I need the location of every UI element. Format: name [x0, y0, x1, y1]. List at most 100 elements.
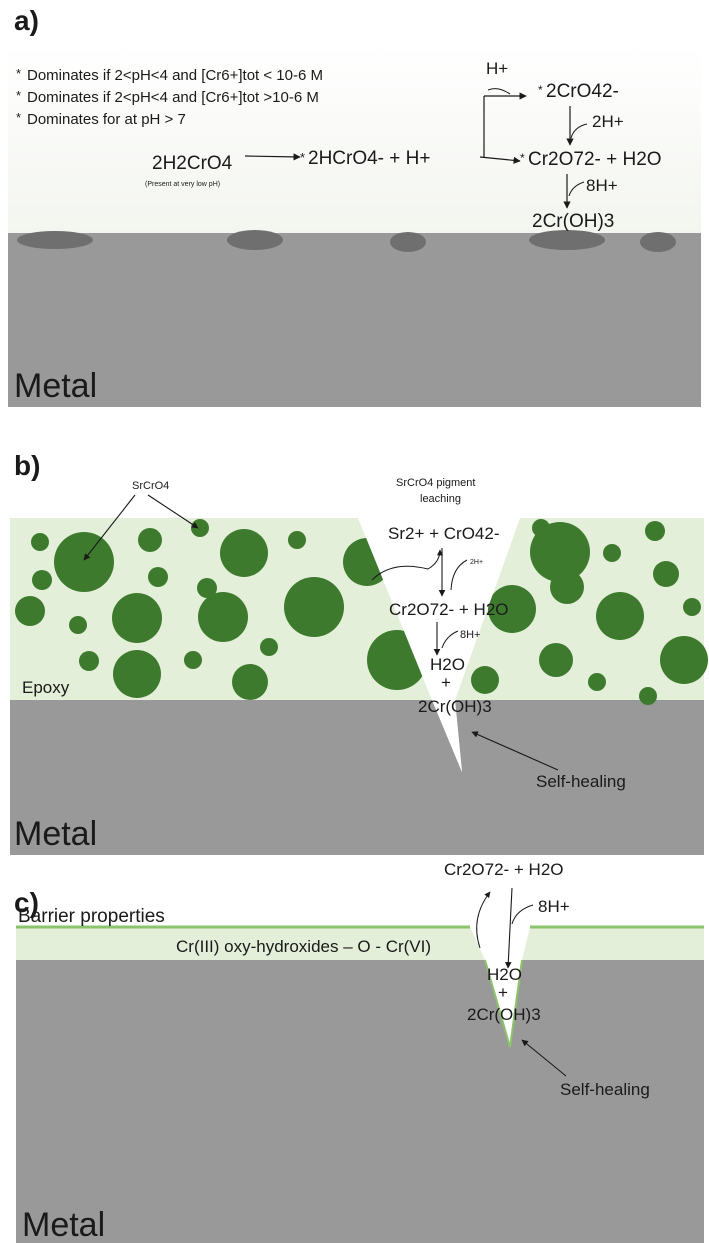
pigment-particle: [54, 532, 114, 592]
pigment-particle: [79, 651, 99, 671]
dichromate-ion-b: Cr2O72- + H2O: [389, 600, 509, 619]
eight-h-curve-b: [441, 630, 459, 649]
leaching-label-line2: leaching: [420, 493, 461, 505]
dichromate-ion: Cr2O72- + H2O: [528, 149, 662, 170]
pigment-particle: [31, 533, 49, 551]
pigment-particle: [32, 570, 52, 590]
legend-entry-red: Dominates if 2<pH<4 and [Cr6+]tot < 10-6…: [27, 67, 323, 84]
legend-entry-green: Dominates for at pH > 7: [27, 111, 186, 128]
pigment-particle: [284, 577, 344, 637]
eight-h-curve: [568, 181, 585, 197]
metal-block-a: [8, 233, 701, 407]
metal-block-c: [16, 960, 704, 1243]
self-healing-label-c: Self-healing: [560, 1080, 650, 1099]
h-plus-label: H+: [486, 59, 508, 78]
eight-h-curve-c: [511, 904, 534, 925]
barrier-label: Barrier properties: [18, 906, 165, 927]
self-healing-pointer-c: [521, 1039, 567, 1077]
pigment-pointer-1: [83, 494, 136, 561]
h-plus-curve: [487, 88, 511, 95]
plus-c: +: [498, 983, 508, 1002]
dichromate-marker: *: [520, 151, 525, 165]
deposit: [529, 230, 605, 250]
pigment-particle: [532, 519, 550, 537]
bichromate-product: 2HCrO4- + H+: [308, 148, 430, 169]
two-h-curve: [570, 123, 588, 139]
pigment-particle: [191, 519, 209, 537]
metal-label-c: Metal: [22, 1206, 105, 1243]
release-curve-c: [476, 891, 491, 949]
pigment-particle: [488, 585, 536, 633]
deposit: [390, 232, 426, 252]
eight-h-label-b: 8H+: [460, 629, 481, 641]
pigment-particle: [220, 529, 268, 577]
legend-marker-green: *: [16, 110, 21, 125]
pigment-particle: [138, 528, 162, 552]
two-h-label-b: 2H+: [470, 559, 483, 566]
dichromate-ion-c: Cr2O72- + H2O: [444, 860, 564, 879]
deposit: [640, 232, 676, 252]
pigment-particle: [112, 593, 162, 643]
branch-line: [479, 156, 521, 164]
pigment-particle: [660, 636, 708, 684]
pigment-particle: [260, 638, 278, 656]
two-h-label: 2H+: [592, 112, 624, 131]
panel-c: c) Cr2O72- + H2O 8H+ Barrier properties …: [14, 860, 704, 1243]
barrier-layer-left: [16, 927, 485, 960]
scratch-opening-b: [358, 518, 520, 700]
self-healing-label-b: Self-healing: [536, 772, 626, 791]
pigment-particle: [232, 664, 268, 700]
panel-a: a) * Dominates if 2<pH<4 and [Cr6+]tot <…: [8, 5, 701, 407]
barrier-layer-right: [522, 927, 704, 960]
pigment-particle: [639, 687, 657, 705]
arrow-acid-to-bichromate: [244, 153, 301, 161]
pigment-particle: [69, 616, 87, 634]
water-b: H2O: [430, 655, 465, 674]
srcro4-pigment-particles: [15, 519, 708, 705]
pigment-particle: [588, 673, 606, 691]
pigment-particle: [550, 570, 584, 604]
legend-marker-red: *: [16, 66, 21, 81]
pigment-particle: [198, 592, 248, 642]
pigment-particle: [184, 651, 202, 669]
plus-b: +: [441, 673, 451, 692]
metal-label-a: Metal: [14, 367, 97, 405]
solution-region-a: [8, 45, 701, 235]
panel-b-label: b): [14, 450, 40, 481]
pigment-particle: [471, 666, 499, 694]
pigment-particle: [148, 567, 168, 587]
leaching-label-line1: SrCrO4 pigment: [396, 477, 475, 489]
pigment-particle: [15, 596, 45, 626]
pigment-particle: [653, 561, 679, 587]
panel-a-label: a): [14, 5, 39, 36]
arrow-dichromate-to-water-c: [505, 887, 513, 969]
two-h-curve-b: [450, 559, 468, 591]
panel-c-label: c): [14, 887, 39, 918]
pigment-pointer-2: [147, 494, 199, 529]
chromium-hydroxide-b: 2Cr(OH)3: [418, 697, 492, 716]
chromate-marker: *: [538, 83, 543, 97]
chromic-acid: 2H2CrO4: [152, 153, 233, 174]
pigment-particle: [683, 598, 701, 616]
metal-block-b: [10, 700, 704, 855]
eight-h-label-c: 8H+: [538, 897, 570, 916]
pigment-particle: [645, 521, 665, 541]
scratch-edge-left: [484, 959, 511, 1048]
eight-h-label: 8H+: [586, 176, 618, 195]
low-ph-note: (Present at very low pH): [145, 181, 220, 188]
deposit: [227, 230, 283, 250]
pigment-particle: [539, 643, 573, 677]
strontium-chromate-ions: Sr2+ + CrO42-: [388, 524, 500, 543]
pigment-particle: [288, 531, 306, 549]
pigment-particle: [596, 592, 644, 640]
pigment-particle: [113, 650, 161, 698]
deposit: [17, 231, 93, 249]
water-c: H2O: [487, 965, 522, 984]
pigment-particle: [530, 522, 590, 582]
scratch-pit-b: [432, 700, 462, 772]
panel-b: b): [10, 450, 708, 855]
cr-hydroxide-deposits: [17, 230, 676, 252]
chromate-ion: 2CrO42-: [546, 81, 619, 102]
epoxy-layer-right: [455, 518, 704, 700]
